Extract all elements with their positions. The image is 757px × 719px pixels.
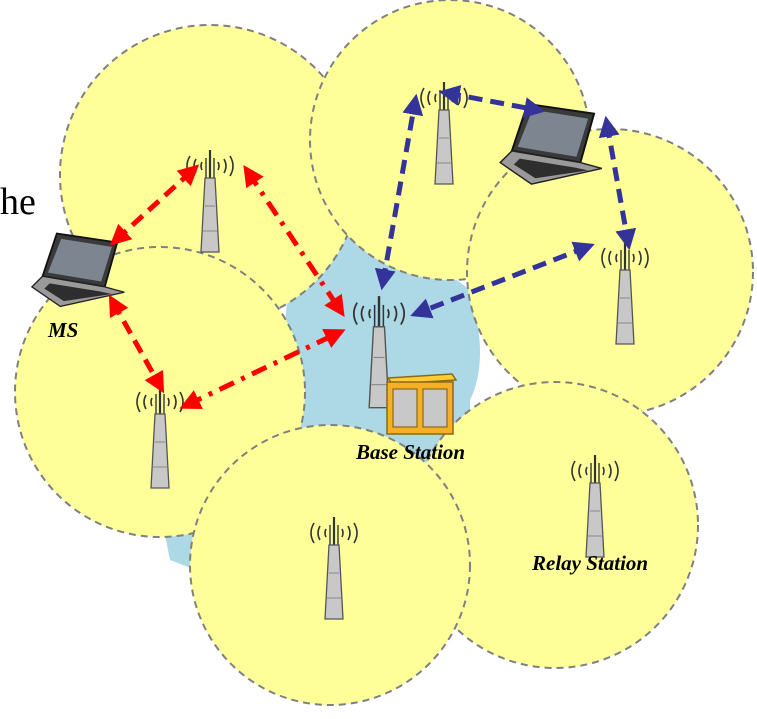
base-station-label: Base Station [356, 440, 466, 464]
link-ms-to-left-relay [108, 294, 165, 394]
red-links [108, 164, 346, 410]
link-left-relay-to-base [179, 328, 346, 410]
link-laptop-to-right-relay [598, 115, 637, 251]
cell-right [466, 128, 754, 416]
blue-links [374, 85, 637, 319]
link-base-to-top-relay [374, 93, 424, 291]
relay-station-label: Relay Station [532, 551, 649, 575]
base-station-cabinet-icon [386, 373, 458, 435]
link-relay-to-base [243, 165, 345, 317]
ms-label: MS [48, 318, 79, 342]
link-top-relay-to-laptop [438, 85, 546, 118]
link-ms-to-relay [109, 164, 200, 246]
edge-text-fragment: he [0, 181, 36, 223]
link-right-relay-to-base [410, 241, 595, 319]
